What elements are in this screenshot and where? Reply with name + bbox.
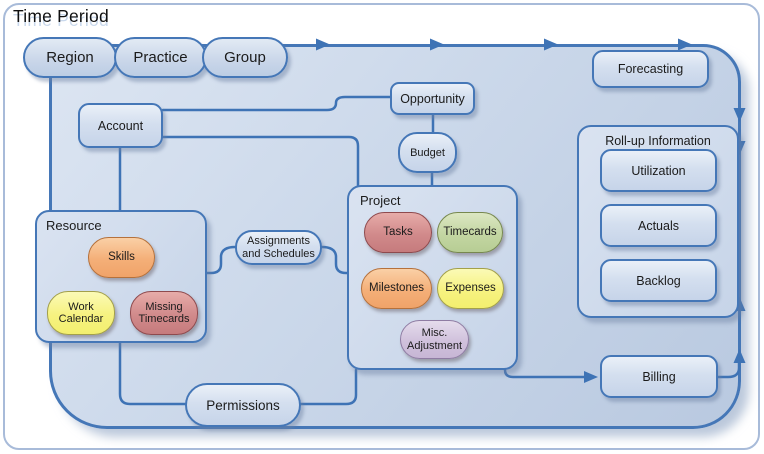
node-assignments-schedules: Assignments and Schedules <box>235 230 322 265</box>
node-billing: Billing <box>600 355 718 398</box>
node-expenses: Expenses <box>437 268 504 309</box>
node-backlog-label: Backlog <box>636 273 681 288</box>
node-opportunity-label: Opportunity <box>400 91 465 106</box>
node-actuals: Actuals <box>600 204 717 247</box>
node-work-calendar: Work Calendar <box>47 291 115 335</box>
node-backlog: Backlog <box>600 259 717 302</box>
node-forecasting-label: Forecasting <box>617 62 684 76</box>
node-account: Account <box>78 103 163 148</box>
node-budget-label: Budget <box>410 146 445 159</box>
node-work-calendar-label: Work Calendar <box>58 300 104 325</box>
node-account-label: Account <box>97 118 144 133</box>
node-expenses-label: Expenses <box>445 282 496 295</box>
rollup-group-label: Roll-up Information <box>605 134 711 148</box>
node-actuals-label: Actuals <box>638 218 679 233</box>
node-skills: Skills <box>88 237 155 278</box>
project-group-label: Project <box>360 193 401 208</box>
node-timecards: Timecards <box>437 212 503 253</box>
node-permissions: Permissions <box>185 383 301 427</box>
node-tasks: Tasks <box>364 212 432 253</box>
node-skills-label: Skills <box>108 251 135 264</box>
node-region: Region <box>23 37 117 78</box>
node-misc-adjustment-label: Misc. Adjustment <box>406 327 463 352</box>
node-region-label: Region <box>46 49 94 66</box>
resource-group: Resource Skills Work Calendar Missing Ti… <box>35 210 207 343</box>
diagram-title: Time Period <box>13 6 109 26</box>
node-utilization: Utilization <box>600 149 717 192</box>
node-tasks-label: Tasks <box>383 226 413 239</box>
node-missing-timecards-label: Missing Timecards <box>138 300 190 325</box>
node-practice-label: Practice <box>133 49 188 66</box>
node-forecasting: Forecasting <box>592 50 709 88</box>
node-milestones-label: Milestones <box>369 282 424 295</box>
node-billing-label: Billing <box>642 369 676 384</box>
node-opportunity: Opportunity <box>390 82 475 115</box>
node-budget: Budget <box>398 132 457 173</box>
node-timecards-label: Timecards <box>443 226 497 239</box>
node-misc-adjustment: Misc. Adjustment <box>400 320 469 359</box>
node-group: Group <box>202 37 288 78</box>
node-missing-timecards: Missing Timecards <box>130 291 198 335</box>
node-utilization-label: Utilization <box>631 163 686 178</box>
project-group: Project Tasks Timecards Milestones Expen… <box>347 185 518 370</box>
rollup-information-group: Roll-up Information Utilization Actuals … <box>577 125 739 318</box>
node-group-label: Group <box>224 49 266 66</box>
node-assignments-schedules-label: Assignments and Schedules <box>242 234 315 260</box>
node-permissions-label: Permissions <box>206 397 280 413</box>
node-milestones: Milestones <box>361 268 432 309</box>
node-practice: Practice <box>114 37 207 78</box>
resource-group-label: Resource <box>46 218 102 233</box>
